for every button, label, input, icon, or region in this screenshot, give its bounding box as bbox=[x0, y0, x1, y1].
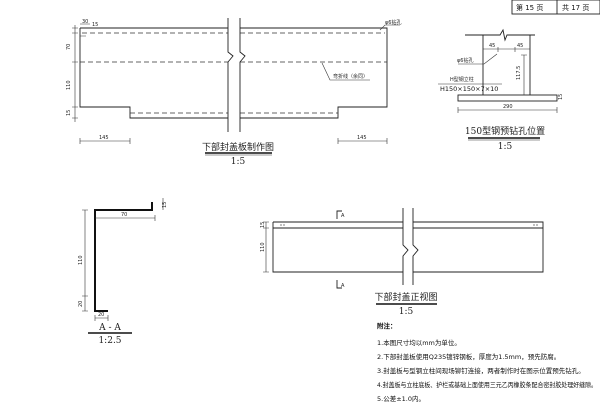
dim-text: 45 bbox=[517, 43, 523, 49]
page-number-box: 第 15 页 共 17 页 bbox=[511, 0, 600, 15]
section-title: A - A bbox=[98, 323, 121, 333]
section-mark-bottom: A bbox=[341, 283, 345, 289]
notes: 附注： 1.本图尺寸均以mm为单位。 2.下部封盖板使用Q235镀锌钢板，厚度为… bbox=[377, 321, 597, 403]
dim-text: 290 bbox=[503, 104, 513, 110]
dim-text: 110 bbox=[260, 242, 266, 252]
note-item: 5.公差±1.0内。 bbox=[377, 394, 425, 403]
note-item: 3.封盖板与型钢立柱间现场铆钉连接，两者制作时在图示位置预先钻孔。 bbox=[377, 366, 585, 375]
note-item: 4.封盖板与立柱底板、护栏或基础上面使用三元乙丙橡胶条配合密封胶处理好缝隙。 bbox=[377, 380, 597, 389]
hole-label: φ6钻孔 bbox=[385, 19, 401, 26]
break-line bbox=[227, 18, 246, 132]
note-item: 1.本图尺寸均以mm为单位。 bbox=[377, 338, 461, 347]
fabrication-drawing: 30 15 70 110 15 145 145 φ6钻孔 弯折线（余同） 下部封… bbox=[66, 18, 401, 167]
dim-text: 110 bbox=[66, 80, 72, 90]
hole-detail-scale: 1:5 bbox=[498, 142, 513, 152]
fold-line-label: 弯折线（余同） bbox=[333, 73, 368, 80]
section-mark-top: A bbox=[341, 213, 345, 219]
dim-text: 145 bbox=[357, 135, 367, 141]
page-total: 共 17 页 bbox=[562, 3, 589, 12]
dim-text: 30 bbox=[82, 19, 88, 25]
notes-heading: 附注： bbox=[377, 321, 397, 330]
dim-text: 70 bbox=[121, 212, 127, 218]
dim-text: 45 bbox=[489, 43, 495, 49]
note-item: 2.下部封盖板使用Q235镀锌钢板，厚度为1.5mm，预先防腐。 bbox=[377, 352, 560, 361]
dim-text: 15 bbox=[558, 94, 564, 100]
column-spec: H150×150×7×10 bbox=[440, 85, 498, 93]
dim-text: 20 bbox=[98, 312, 104, 318]
fabrication-scale: 1:5 bbox=[231, 157, 246, 167]
hole-position-detail: 45 45 117.5 290 15 φ6钻孔 H型钢立柱 H150×150×7… bbox=[438, 28, 564, 152]
fabrication-title: 下部封盖板制作图 bbox=[202, 141, 274, 153]
dim-text: 15 bbox=[162, 202, 168, 208]
section-a-a: 70 15 110 20 20 A - A 1:2.5 bbox=[78, 198, 168, 346]
section-scale: 1:2.5 bbox=[98, 336, 121, 346]
dim-text: 145 bbox=[99, 135, 109, 141]
hole-detail-title: 150型钢预钻孔位置 bbox=[465, 125, 545, 137]
dim-text: 117.5 bbox=[516, 66, 522, 80]
front-view: 15 110 A A 下部封盖正视图 1:5 bbox=[260, 208, 544, 317]
dim-text: 15 bbox=[66, 110, 72, 116]
page-current: 第 15 页 bbox=[516, 3, 543, 12]
column-label: H型钢立柱 bbox=[450, 76, 474, 83]
dim-text: 20 bbox=[78, 301, 84, 307]
dim-text: 110 bbox=[78, 255, 84, 265]
break-line bbox=[402, 208, 419, 285]
dim-text: 70 bbox=[66, 44, 72, 50]
front-view-scale: 1:5 bbox=[399, 307, 414, 317]
front-view-title: 下部封盖正视图 bbox=[374, 291, 437, 303]
dim-text: 15 bbox=[260, 222, 266, 228]
dim-text: 15 bbox=[92, 22, 98, 28]
hole-label: φ6钻孔 bbox=[457, 57, 473, 64]
